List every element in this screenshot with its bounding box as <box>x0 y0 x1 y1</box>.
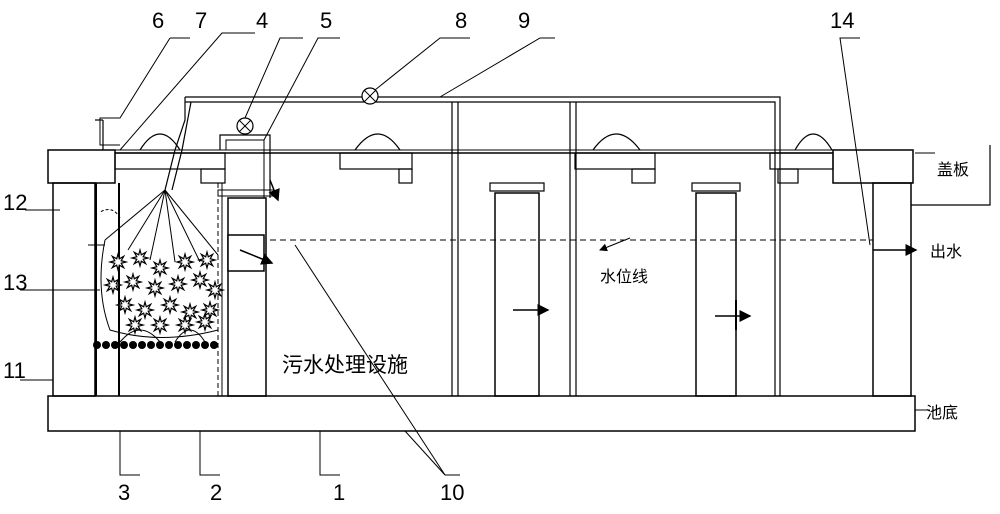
filler-star <box>174 251 196 273</box>
label-tank-bottom: 池底 <box>926 403 958 422</box>
label-8: 8 <box>455 8 467 33</box>
partition-2 <box>695 192 737 397</box>
filler-star <box>134 299 156 321</box>
filler-star <box>102 274 124 296</box>
label-11: 11 <box>3 358 26 383</box>
right-wall <box>872 182 912 397</box>
left-wall-cap <box>47 149 116 184</box>
filler-star <box>199 299 221 321</box>
label-12: 12 <box>3 190 27 215</box>
label-facility: 污水处理设施 <box>282 353 408 377</box>
label-5: 5 <box>320 8 332 33</box>
aerator-bead <box>93 341 101 349</box>
label-cover-plate: 盖板 <box>937 160 969 179</box>
label-4: 4 <box>256 8 268 33</box>
filler-star <box>144 277 166 299</box>
label-9: 9 <box>518 8 530 33</box>
aerator-bead <box>120 341 128 349</box>
filler-star <box>122 271 144 293</box>
aerator-bead <box>174 341 182 349</box>
label-2: 2 <box>210 480 222 505</box>
filler-star <box>179 301 201 323</box>
aerator-row <box>93 341 218 349</box>
label-14: 14 <box>830 8 854 33</box>
label-10: 10 <box>440 480 464 505</box>
filler-star <box>159 294 181 316</box>
aerator-bead <box>138 341 146 349</box>
filler-star <box>114 294 136 316</box>
aerator-bead <box>147 341 155 349</box>
aerator-bead <box>201 341 209 349</box>
filler-star <box>149 314 171 336</box>
filler-star <box>174 314 196 336</box>
filler-star <box>204 279 226 301</box>
aerator-bead <box>192 341 200 349</box>
filler-star <box>196 249 218 271</box>
partition-1 <box>494 192 540 397</box>
label-1: 1 <box>333 480 345 505</box>
filler-star <box>194 311 216 333</box>
filler-star <box>189 269 211 291</box>
label-water-level: 水位线 <box>600 267 648 286</box>
aerator-bead <box>102 341 110 349</box>
label-3: 3 <box>118 480 130 505</box>
filler-star <box>167 273 189 295</box>
aerator-bead <box>183 341 191 349</box>
baffle-2 <box>227 197 267 397</box>
aerator-bead <box>210 341 218 349</box>
label-6: 6 <box>152 8 164 33</box>
label-outlet: 出水 <box>930 242 962 261</box>
tank-floor <box>47 395 916 432</box>
aerator-bead <box>129 341 137 349</box>
filler-star <box>107 251 129 273</box>
aerator-bead <box>156 341 164 349</box>
right-wall-cap <box>832 149 914 184</box>
aerator-bead <box>165 341 173 349</box>
filler-star <box>124 314 146 336</box>
aerator-bead <box>111 341 119 349</box>
label-7: 7 <box>195 8 207 33</box>
bio-filler <box>102 247 226 336</box>
label-13: 13 <box>3 270 27 295</box>
filler-star <box>129 247 151 269</box>
filler-star <box>149 257 171 279</box>
